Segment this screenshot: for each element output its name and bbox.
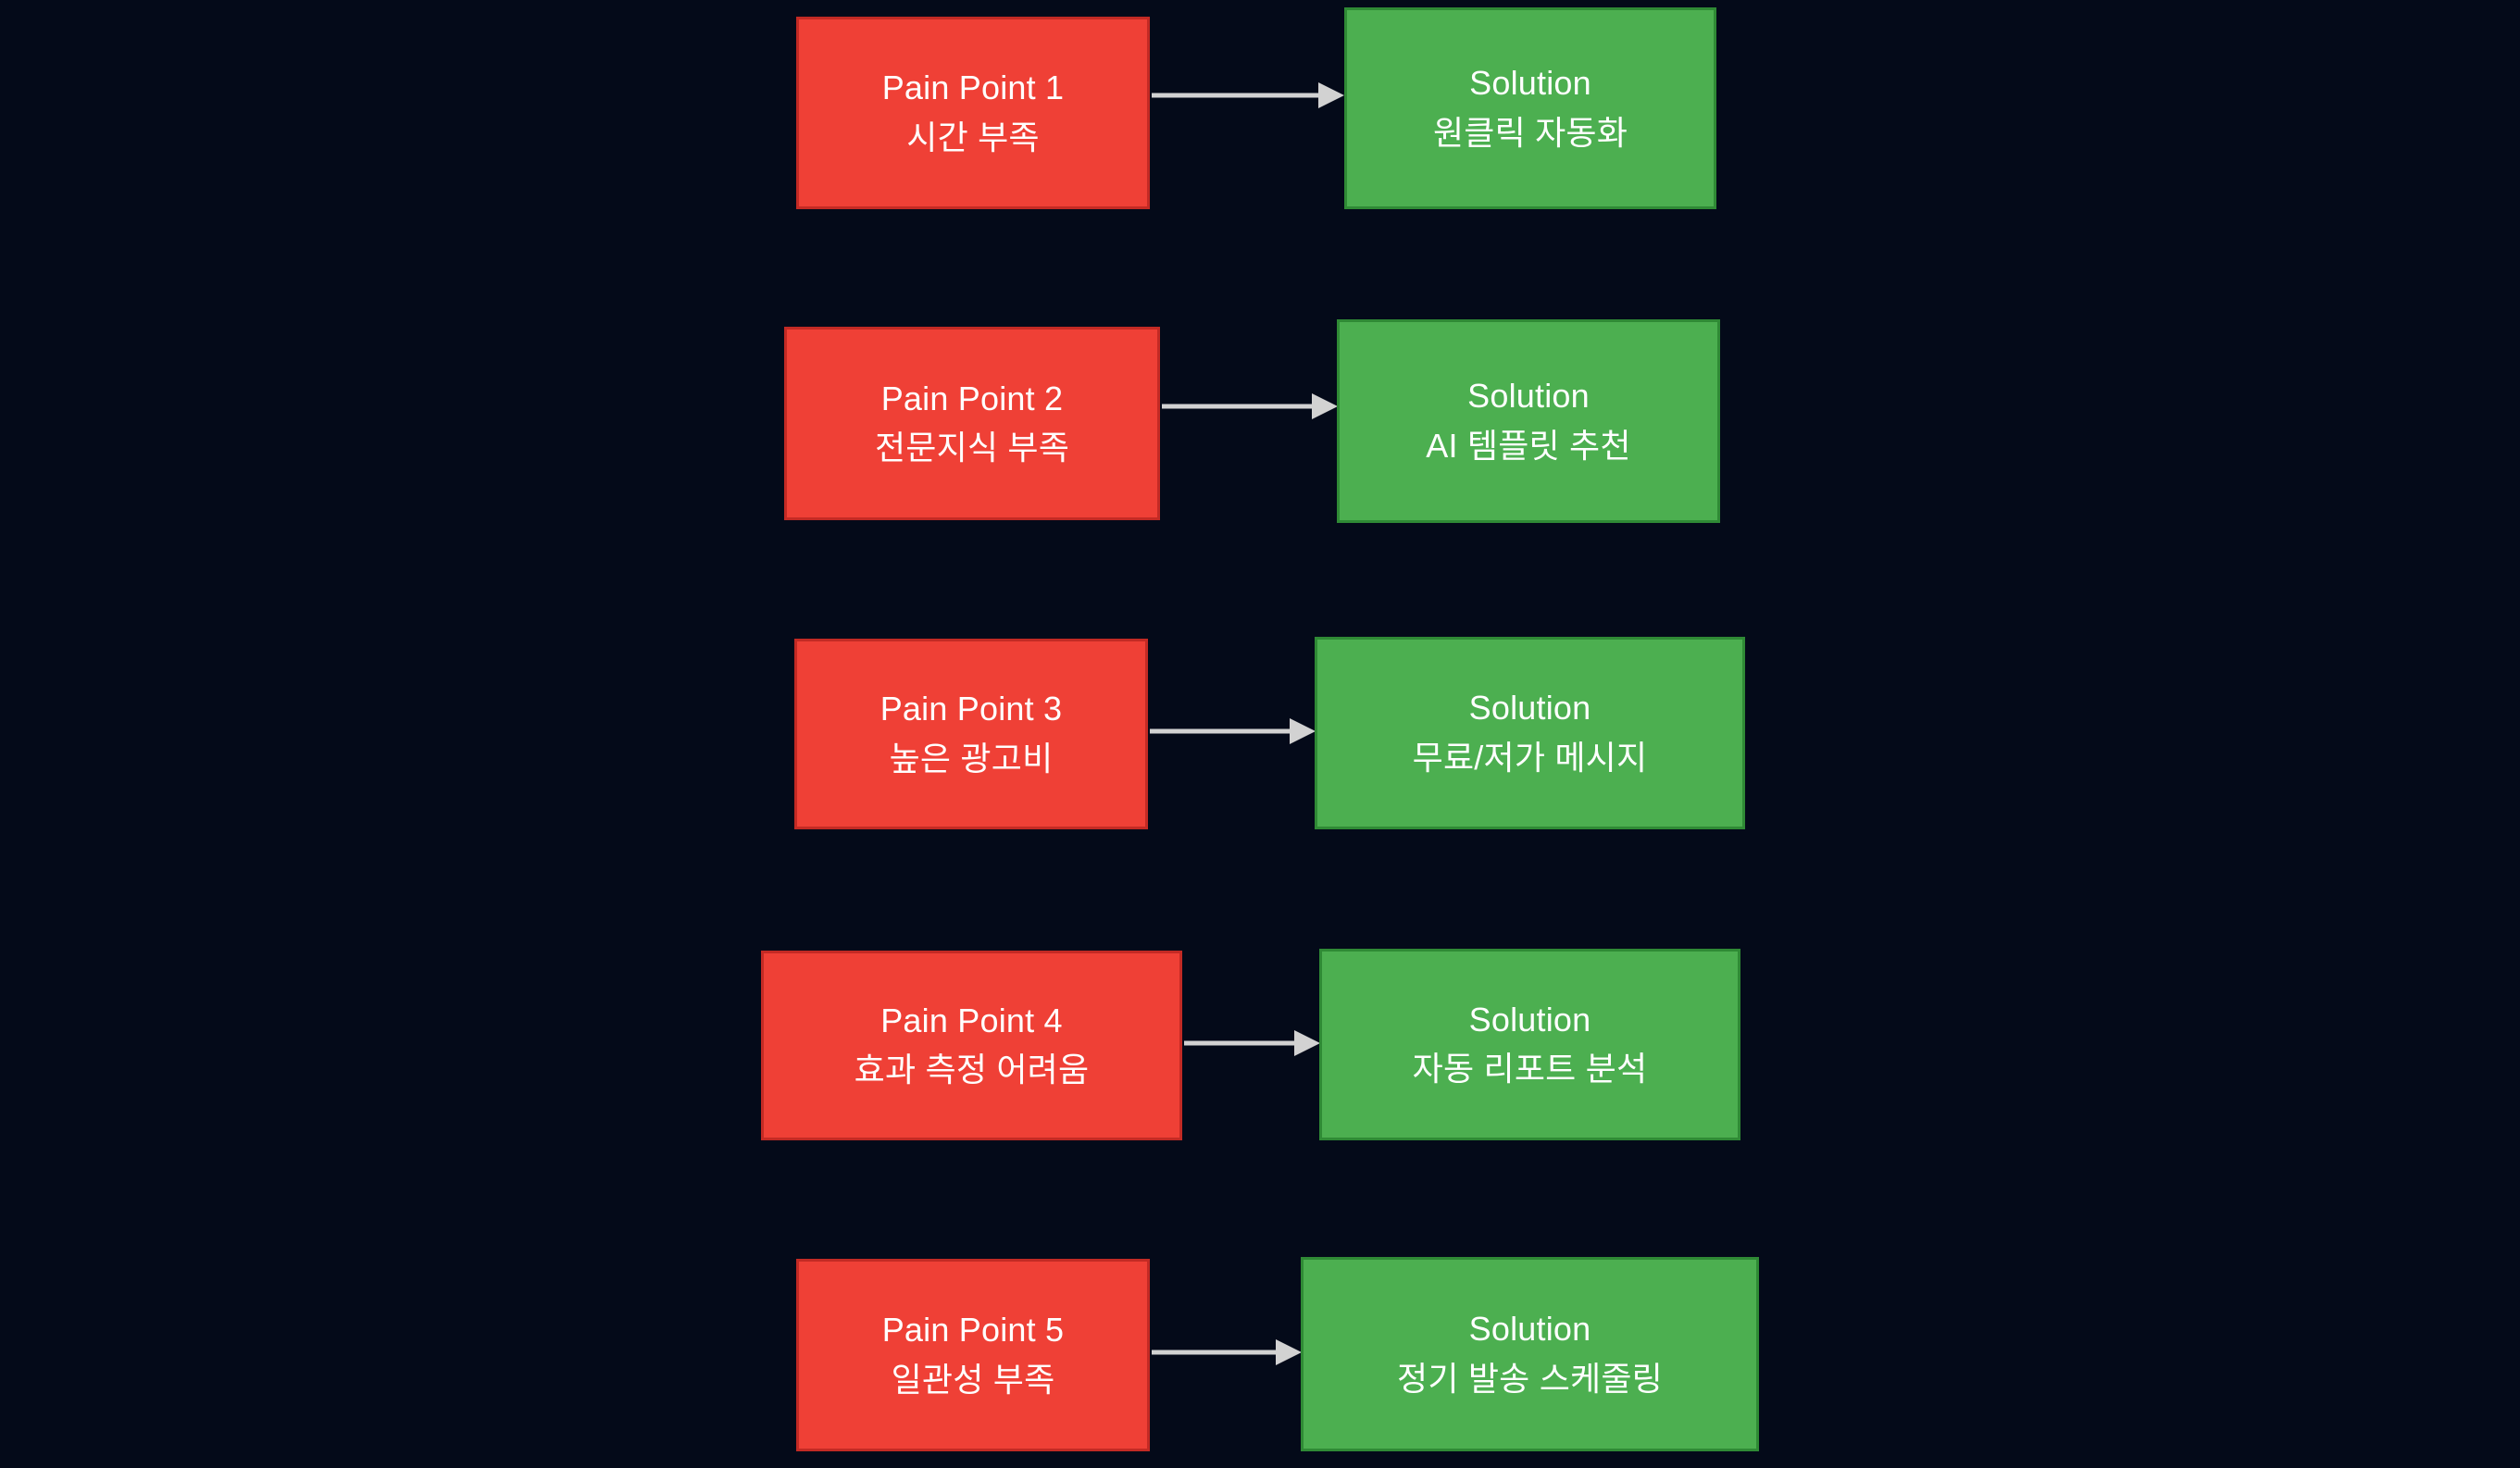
pain-point-detail: 높은 광고비 — [889, 739, 1054, 778]
pain-point-detail: 효과 측정 어려움 — [854, 1051, 1090, 1089]
solution-detail: 자동 리포트 분석 — [1412, 1050, 1648, 1088]
solution-box-1[interactable]: Solution 원클릭 자동화 — [1344, 7, 1716, 209]
pain-point-box-4[interactable]: Pain Point 4 효과 측정 어려움 — [761, 951, 1182, 1140]
solution-box-4[interactable]: Solution 자동 리포트 분석 — [1319, 949, 1740, 1140]
solution-label: Solution — [1467, 377, 1590, 416]
flow-arrow-3 — [1150, 713, 1316, 750]
solution-box-2[interactable]: Solution AI 템플릿 추천 — [1337, 319, 1720, 523]
solution-detail: 원클릭 자동화 — [1432, 113, 1628, 152]
flow-arrow-1 — [1152, 77, 1344, 114]
pain-point-box-1[interactable]: Pain Point 1 시간 부족 — [796, 17, 1150, 209]
solution-box-5[interactable]: Solution 정기 발송 스케줄링 — [1301, 1257, 1759, 1451]
pain-point-box-5[interactable]: Pain Point 5 일관성 부족 — [796, 1259, 1150, 1451]
flow-arrow-4 — [1184, 1025, 1320, 1062]
pain-point-label: Pain Point 2 — [880, 379, 1064, 417]
flow-arrow-5 — [1152, 1334, 1302, 1371]
pain-point-box-2[interactable]: Pain Point 2 전문지식 부족 — [784, 327, 1160, 520]
pain-point-box-3[interactable]: Pain Point 3 높은 광고비 — [794, 639, 1148, 829]
solution-detail: AI 템플릿 추천 — [1426, 426, 1631, 465]
solution-box-3[interactable]: Solution 무료/저가 메시지 — [1315, 637, 1745, 829]
pain-point-label: Pain Point 4 — [880, 1001, 1063, 1039]
pain-point-label: Pain Point 1 — [881, 68, 1065, 107]
pain-point-detail: 일관성 부족 — [891, 1360, 1055, 1399]
solution-label: Solution — [1468, 1310, 1591, 1349]
solution-label: Solution — [1468, 689, 1591, 728]
pain-point-label: Pain Point 3 — [880, 690, 1063, 728]
solution-detail: 정기 발송 스케줄링 — [1397, 1359, 1663, 1398]
flow-arrow-2 — [1162, 388, 1338, 425]
pain-point-detail: 시간 부족 — [906, 118, 1040, 156]
solution-label: Solution — [1469, 64, 1591, 103]
solution-label: Solution — [1468, 1000, 1591, 1039]
pain-point-label: Pain Point 5 — [881, 1311, 1065, 1350]
pain-point-detail: 전문지식 부족 — [874, 429, 1070, 467]
solution-detail: 무료/저가 메시지 — [1412, 738, 1648, 777]
